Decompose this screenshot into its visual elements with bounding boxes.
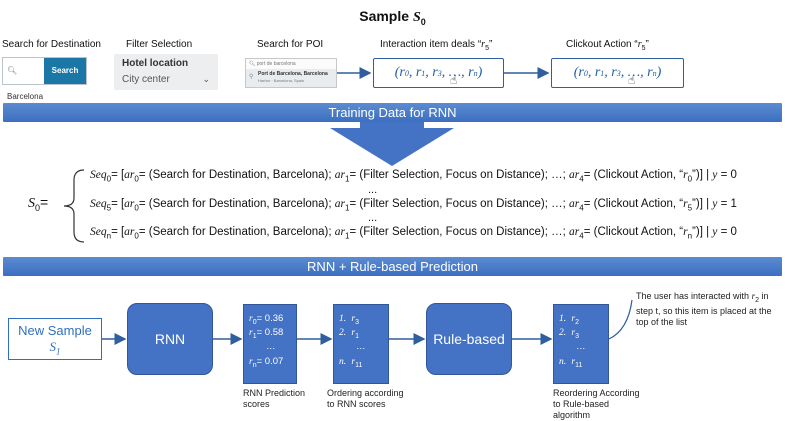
- hand-cursor-icon: ☝: [628, 73, 636, 87]
- annotation-text: The user has interacted with r2 in step …: [636, 291, 772, 327]
- poi-result-title: Port de Barcelona, Barcelona: [258, 71, 328, 77]
- rnn-box: RNN: [127, 303, 213, 375]
- search-icon: 🔍︎: [7, 66, 18, 75]
- top-flow-arrows: [337, 67, 550, 79]
- new-sample-box: New Sample S1: [8, 318, 102, 360]
- step-label-interaction: Interaction item deals “r5”: [380, 39, 493, 52]
- step-label-filter-selection: Filter Selection: [126, 39, 193, 50]
- caption-ordering: Ordering according to RNN scores: [327, 388, 404, 409]
- search-destination-widget: 🔍︎Barcelona Search: [2, 57, 87, 101]
- filter-value: City center: [122, 74, 170, 85]
- banner-rnn-prediction: RNN + Rule-based Prediction: [3, 257, 782, 276]
- step-label-search-destination: Search for Destination: [2, 39, 101, 50]
- search-destination-input: 🔍︎Barcelona: [7, 66, 44, 101]
- brace-icon: [63, 169, 85, 243]
- ellipsis-2: ...: [368, 212, 378, 224]
- search-button: Search: [44, 58, 86, 84]
- banner-training-data: Training Data for RNN: [3, 103, 782, 122]
- rule-based-box: Rule-based: [426, 303, 512, 375]
- hand-cursor-icon: ☝: [450, 73, 458, 87]
- rnn-scores-box: r0= 0.36 r1= 0.58 … rn= 0.07: [243, 304, 297, 384]
- ellipsis-1: ...: [368, 184, 378, 196]
- sequence-row-0: Seq0= [ar0= (Search for Destination, Bar…: [90, 169, 737, 184]
- filter-title: Hotel location: [122, 58, 189, 69]
- big-down-arrow-icon: [330, 122, 454, 166]
- chevron-down-icon: ⌄: [202, 74, 210, 84]
- step-label-search-poi: Search for POI: [257, 39, 324, 50]
- new-sample-label: New Sample: [18, 323, 92, 338]
- ordering-box: 1. r3 2. r1 … n. r11: [333, 304, 389, 384]
- location-pin-icon: ⚲: [249, 74, 254, 80]
- step-label-clickout: Clickout Action “r5”: [566, 39, 649, 52]
- poi-result-subtitle: Harbor · Barcelona, Spain: [258, 78, 305, 83]
- reordering-box: 1. r2 2. r3 … n. r11: [553, 304, 609, 384]
- sample-title: Sample S0: [359, 8, 426, 27]
- search-poi-widget: 🔍︎ port de barcelona ⚲ Port de Barcelona…: [245, 58, 337, 88]
- poi-search-input: 🔍︎ port de barcelona: [249, 61, 296, 67]
- new-sample-sub: S1: [49, 339, 61, 357]
- poi-result: ⚲ Port de Barcelona, Barcelona Harbor · …: [246, 69, 336, 87]
- sequence-row-5: Seq5= [ar0= (Search for Destination, Bar…: [90, 198, 737, 213]
- caption-reordering: Reordering According to Rule-based algor…: [553, 388, 640, 420]
- s0-label: S0=: [28, 194, 49, 213]
- caption-scores: RNN Prediction scores: [243, 388, 306, 409]
- sequence-row-n: Seqn= [ar0= (Search for Destination, Bar…: [90, 226, 737, 241]
- filter-selection-widget: Hotel location City center ⌄: [114, 54, 218, 90]
- pipeline-arrows: [102, 299, 633, 345]
